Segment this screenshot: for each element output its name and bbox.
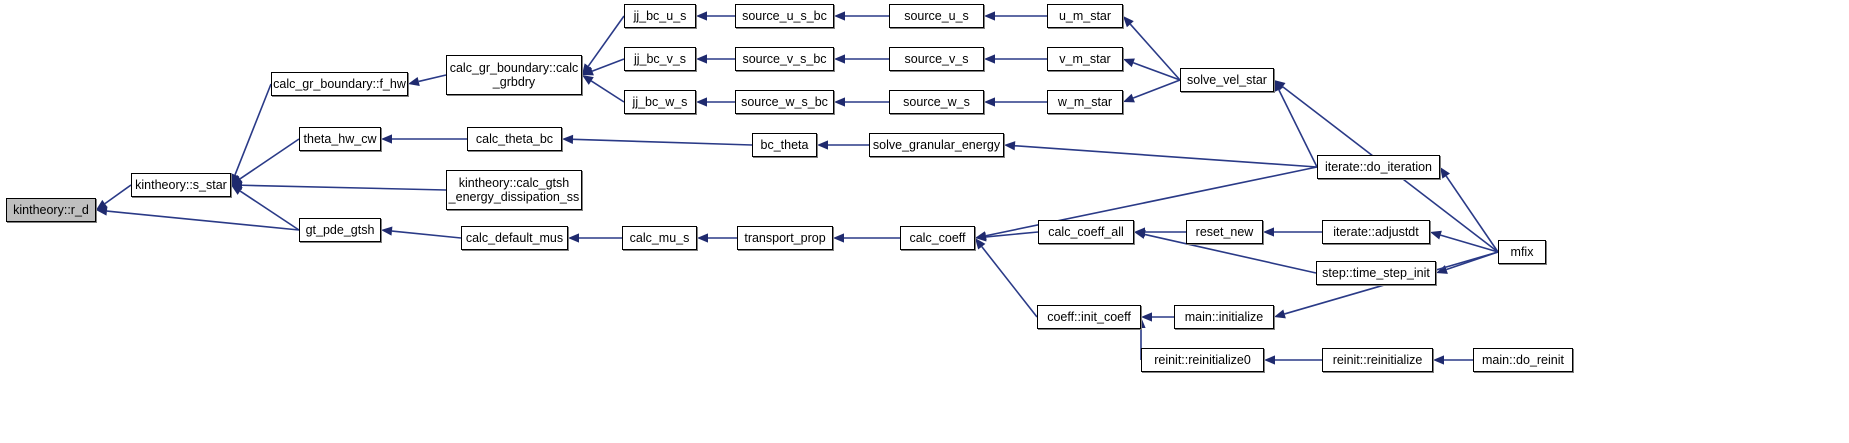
- edge-w_m_star-to-source_w_s: [984, 97, 1047, 107]
- edge-jj_bc_u_s-to-calc_grbdry: [582, 15, 625, 75]
- edge-transport_prop-to-calc_mu_s: [697, 233, 738, 243]
- edge-reinitialize-to-reinitialize0: [1264, 355, 1322, 365]
- graph-node-jj_bc_w_s[interactable]: jj_bc_w_s: [624, 90, 696, 114]
- edge-gt_pde_gtsh-to-r_d: [96, 206, 300, 231]
- edge-adjustdt-to-reset_new: [1263, 227, 1323, 237]
- graph-node-calc_theta_bc[interactable]: calc_theta_bc: [467, 127, 562, 151]
- edge-mfix-to-do_iteration: [1440, 167, 1499, 253]
- graph-node-gtsh_diss[interactable]: kintheory::calc_gtsh _energy_dissipation…: [446, 170, 582, 210]
- graph-node-v_m_star[interactable]: v_m_star: [1047, 47, 1123, 71]
- graph-node-f_hw[interactable]: calc_gr_boundary::f_hw: [271, 72, 408, 96]
- edge-calc_theta_bc-to-theta_hw_cw: [381, 134, 467, 144]
- edge-main_initialize-to-init_coeff: [1141, 312, 1174, 322]
- edge-mfix-to-time_step_init: [1436, 251, 1499, 274]
- edge-f_hw-to-s_star: [230, 83, 272, 185]
- graph-node-mfix[interactable]: mfix: [1498, 240, 1546, 264]
- edge-source_w_s-to-source_w_s_bc: [834, 97, 889, 107]
- edge-calc_coeff-to-transport_prop: [833, 233, 901, 243]
- edge-jj_bc_w_s-to-calc_grbdry: [582, 75, 625, 103]
- edge-solve_vel_star-to-w_m_star: [1123, 79, 1181, 103]
- edge-source_w_s_bc-to-jj_bc_w_s: [696, 97, 735, 107]
- graph-node-bc_theta[interactable]: bc_theta: [752, 133, 817, 157]
- edge-gtsh_diss-to-s_star: [231, 180, 447, 191]
- graph-node-reinitialize0[interactable]: reinit::reinitialize0: [1141, 348, 1264, 372]
- graph-node-calc_grbdry[interactable]: calc_gr_boundary::calc _grbdry: [446, 55, 582, 95]
- edge-theta_hw_cw-to-s_star: [231, 138, 300, 185]
- graph-node-source_w_s[interactable]: source_w_s: [889, 90, 984, 114]
- graph-node-adjustdt[interactable]: iterate::adjustdt: [1322, 220, 1430, 244]
- edge-reset_new-to-calc_coeff_all: [1134, 227, 1187, 237]
- edge-u_m_star-to-source_u_s: [984, 11, 1047, 21]
- graph-node-transport_prop[interactable]: transport_prop: [737, 226, 833, 250]
- edge-solve_gran_energy-to-bc_theta: [817, 140, 869, 150]
- edge-do_iteration-to-calc_coeff: [975, 166, 1318, 241]
- edge-init_coeff-to-calc_coeff: [975, 238, 1038, 318]
- edge-gt_pde_gtsh-to-s_star: [231, 185, 300, 231]
- graph-node-s_star[interactable]: kintheory::s_star: [131, 173, 231, 197]
- edge-calc_coeff_all-to-calc_coeff: [975, 231, 1039, 242]
- edge-source_u_s_bc-to-jj_bc_u_s: [696, 11, 735, 21]
- edge-s_star-to-r_d: [96, 184, 132, 210]
- graph-node-main_initialize[interactable]: main::initialize: [1174, 305, 1274, 329]
- edge-calc_grbdry-to-f_hw: [408, 74, 447, 86]
- edge-do_reinit-to-reinitialize: [1433, 355, 1473, 365]
- graph-node-source_v_s_bc[interactable]: source_v_s_bc: [735, 47, 834, 71]
- edge-do_iteration-to-solve_gran_energy: [1004, 141, 1318, 168]
- edge-do_iteration-to-solve_vel_star: [1274, 80, 1318, 168]
- edge-jj_bc_v_s-to-calc_grbdry: [582, 58, 625, 76]
- graph-node-jj_bc_v_s[interactable]: jj_bc_v_s: [624, 47, 696, 71]
- graph-node-solve_vel_star[interactable]: solve_vel_star: [1180, 68, 1274, 92]
- edge-source_u_s-to-source_u_s_bc: [834, 11, 889, 21]
- graph-node-calc_default_mus[interactable]: calc_default_mus: [461, 226, 568, 250]
- edge-calc_mu_s-to-calc_default_mus: [568, 233, 623, 243]
- graph-node-calc_mu_s[interactable]: calc_mu_s: [622, 226, 697, 250]
- edge-source_v_s-to-source_v_s_bc: [834, 54, 889, 64]
- graph-node-r_d[interactable]: kintheory::r_d: [6, 198, 96, 222]
- edge-solve_vel_star-to-v_m_star: [1123, 58, 1181, 81]
- graph-node-source_u_s_bc[interactable]: source_u_s_bc: [735, 4, 834, 28]
- edge-bc_theta-to-calc_theta_bc: [562, 134, 753, 146]
- graph-node-u_m_star[interactable]: u_m_star: [1047, 4, 1123, 28]
- graph-node-gt_pde_gtsh[interactable]: gt_pde_gtsh: [299, 218, 381, 242]
- graph-node-reset_new[interactable]: reset_new: [1186, 220, 1263, 244]
- graph-node-time_step_init[interactable]: step::time_step_init: [1316, 261, 1436, 285]
- graph-node-calc_coeff_all[interactable]: calc_coeff_all: [1038, 220, 1134, 244]
- graph-node-w_m_star[interactable]: w_m_star: [1047, 90, 1123, 114]
- graph-node-init_coeff[interactable]: coeff::init_coeff: [1037, 305, 1141, 329]
- edge-calc_default_mus-to-gt_pde_gtsh: [381, 226, 462, 239]
- edge-v_m_star-to-source_v_s: [984, 54, 1047, 64]
- graph-node-source_u_s[interactable]: source_u_s: [889, 4, 984, 28]
- graph-node-solve_gran_energy[interactable]: solve_granular_energy: [869, 133, 1004, 157]
- graph-node-theta_hw_cw[interactable]: theta_hw_cw: [299, 127, 381, 151]
- edge-mfix-to-adjustdt: [1430, 230, 1499, 253]
- graph-node-source_v_s[interactable]: source_v_s: [889, 47, 984, 71]
- graph-node-do_reinit[interactable]: main::do_reinit: [1473, 348, 1573, 372]
- graph-node-do_iteration[interactable]: iterate::do_iteration: [1317, 155, 1440, 179]
- graph-node-calc_coeff[interactable]: calc_coeff: [900, 226, 975, 250]
- edge-solve_vel_star-to-u_m_star: [1123, 16, 1181, 81]
- graph-node-reinitialize[interactable]: reinit::reinitialize: [1322, 348, 1433, 372]
- graph-node-source_w_s_bc[interactable]: source_w_s_bc: [735, 90, 834, 114]
- graph-node-jj_bc_u_s[interactable]: jj_bc_u_s: [624, 4, 696, 28]
- edge-source_v_s_bc-to-jj_bc_v_s: [696, 54, 735, 64]
